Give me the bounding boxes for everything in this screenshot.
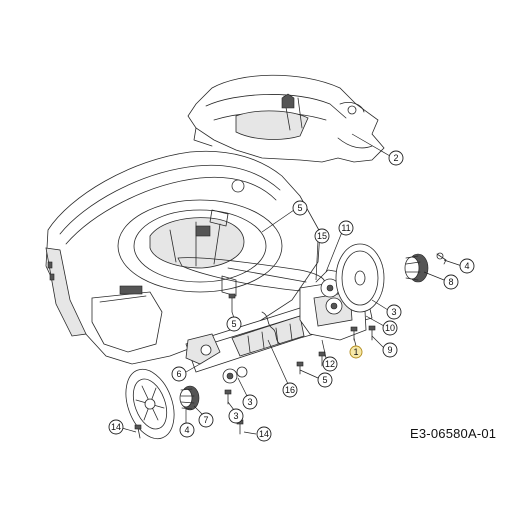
svg-text:10: 10 bbox=[385, 323, 395, 333]
callout-3: 3 bbox=[228, 408, 244, 424]
svg-text:2: 2 bbox=[393, 153, 398, 163]
callout-1: 1 bbox=[349, 345, 363, 359]
callout-5: 5 bbox=[292, 200, 308, 216]
drawing-code-label: E3-06580A-01 bbox=[410, 426, 497, 441]
front-wheel-left bbox=[125, 368, 175, 440]
rear-cover-part bbox=[187, 74, 385, 163]
callout-9: 9 bbox=[382, 342, 398, 358]
callout-5: 5 bbox=[226, 316, 242, 332]
drive-pinion-right bbox=[404, 253, 429, 283]
svg-text:3: 3 bbox=[391, 307, 396, 317]
callout-14: 14 bbox=[108, 419, 124, 435]
svg-text:5: 5 bbox=[231, 319, 236, 329]
svg-text:14: 14 bbox=[259, 429, 269, 439]
svg-text:8: 8 bbox=[448, 277, 453, 287]
callout-14: 14 bbox=[256, 426, 272, 442]
retaining-clip-right bbox=[436, 252, 447, 265]
svg-text:1: 1 bbox=[353, 347, 358, 357]
svg-text:6: 6 bbox=[176, 369, 181, 379]
svg-text:4: 4 bbox=[184, 425, 189, 435]
svg-text:7: 7 bbox=[203, 415, 208, 425]
svg-text:3: 3 bbox=[233, 411, 238, 421]
callout-4: 4 bbox=[179, 422, 195, 438]
leader-lines bbox=[121, 133, 463, 435]
callout-12: 12 bbox=[322, 356, 338, 372]
svg-text:4: 4 bbox=[464, 261, 469, 271]
svg-text:14: 14 bbox=[111, 422, 121, 432]
callout-7: 7 bbox=[198, 412, 214, 428]
callout-6: 6 bbox=[171, 366, 187, 382]
svg-text:3: 3 bbox=[247, 397, 252, 407]
rear-wheel-right bbox=[335, 243, 385, 313]
callout-10: 10 bbox=[382, 320, 398, 336]
callout-16: 16 bbox=[282, 382, 298, 398]
callout-11: 11 bbox=[338, 220, 354, 236]
callout-3: 3 bbox=[242, 394, 258, 410]
svg-text:9: 9 bbox=[387, 345, 392, 355]
callout-15: 15 bbox=[314, 228, 330, 244]
svg-text:5: 5 bbox=[322, 375, 327, 385]
callout-8: 8 bbox=[443, 274, 459, 290]
svg-text:11: 11 bbox=[341, 223, 350, 233]
callout-3: 3 bbox=[386, 304, 402, 320]
svg-text:15: 15 bbox=[317, 231, 327, 241]
drive-pinion-left bbox=[179, 385, 200, 411]
svg-text:16: 16 bbox=[285, 385, 295, 395]
callout-4: 4 bbox=[459, 258, 475, 274]
svg-text:12: 12 bbox=[325, 359, 335, 369]
callout-2: 2 bbox=[388, 150, 404, 166]
callout-5: 5 bbox=[317, 372, 333, 388]
svg-text:5: 5 bbox=[297, 203, 302, 213]
